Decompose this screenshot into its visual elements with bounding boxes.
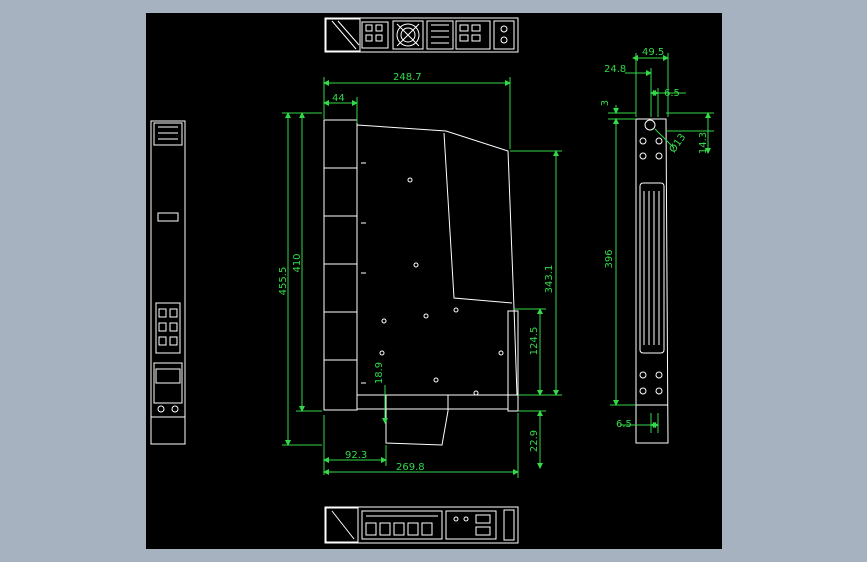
- dimension-lines: [282, 53, 714, 478]
- cad-drawing-canvas: 248.7 44 455.5 410 343.1 124.5 18.9 22.9…: [146, 13, 722, 549]
- dim-92-3: 92.3: [345, 450, 367, 461]
- cad-drawing: 248.7 44 455.5 410 343.1 124.5 18.9 22.9…: [150, 17, 714, 544]
- right-side-view: [635, 118, 669, 444]
- dim-22-9: 22.9: [529, 430, 540, 452]
- dim-49-5: 49.5: [642, 47, 664, 58]
- dim-44: 44: [332, 93, 345, 104]
- left-side-view: [150, 120, 186, 445]
- front-view: [323, 119, 519, 446]
- top-view: [324, 17, 519, 53]
- bottom-view: [324, 506, 519, 544]
- dim-3: 3: [600, 100, 611, 106]
- dim-14-3: 14.3: [698, 132, 709, 154]
- dim-396: 396: [604, 249, 615, 268]
- dim-248-7: 248.7: [393, 72, 422, 83]
- dim-124-5: 124.5: [529, 327, 540, 356]
- dim-18-9: 18.9: [374, 362, 385, 384]
- dim-6-5-top: 6.5: [664, 88, 680, 99]
- dim-24-8: 24.8: [604, 64, 626, 75]
- dim-455-5: 455.5: [278, 267, 289, 296]
- dim-410: 410: [292, 253, 303, 272]
- fan-grille: [392, 20, 424, 50]
- dim-6-5-bottom: 6.5: [616, 419, 632, 430]
- dim-269-8: 269.8: [396, 462, 425, 473]
- dim-343-1: 343.1: [544, 265, 555, 294]
